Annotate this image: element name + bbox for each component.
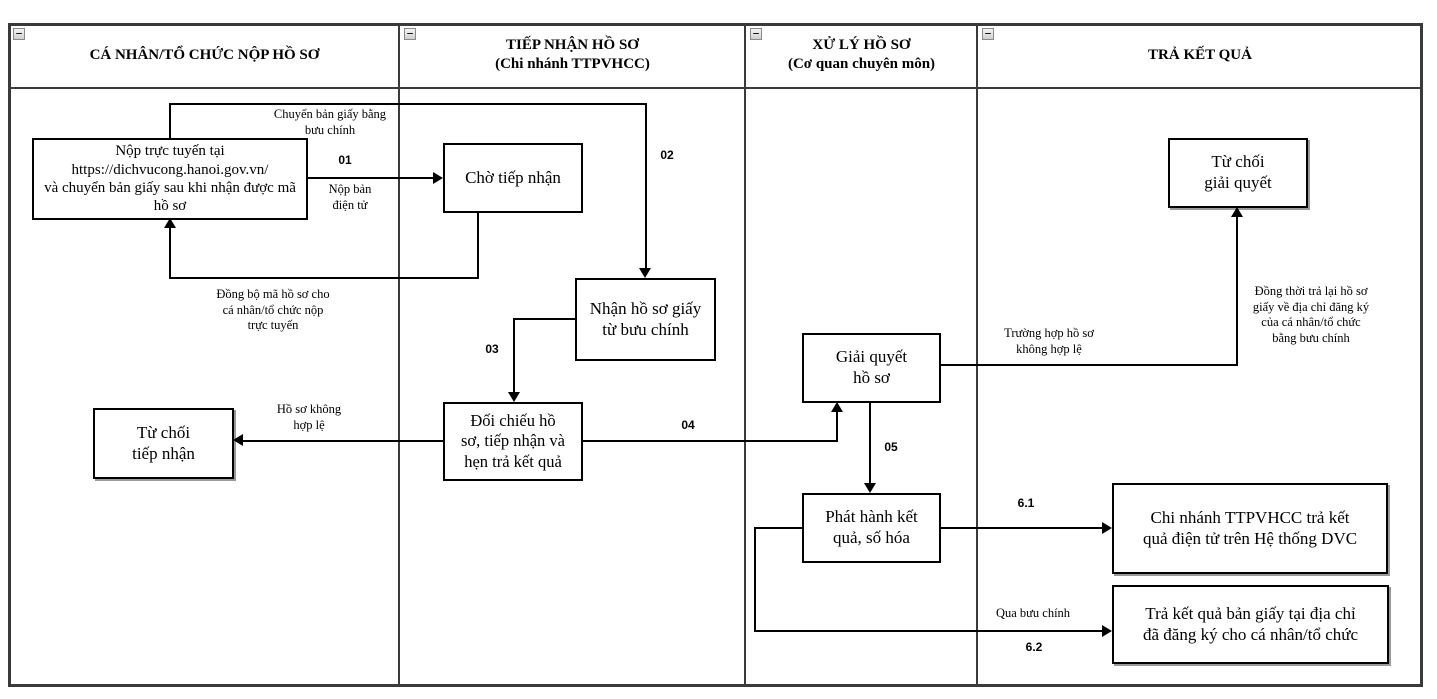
lane-title: TRẢ KẾT QUẢ	[1148, 46, 1252, 63]
lane-divider-1	[398, 23, 400, 687]
collapse-icon[interactable]: −	[404, 28, 416, 40]
edge-label-dong-thoi: Đồng thời trả lại hồ sơ giấy về địa chỉ …	[1243, 284, 1379, 347]
connector-02-line	[169, 103, 171, 138]
arrowhead-04	[831, 402, 843, 412]
lane-title: XỬ LÝ HỒ SƠ	[812, 37, 911, 54]
lane-header-processing: XỬ LÝ HỒ SƠ (Cơ quan chuyên môn)	[747, 26, 976, 84]
lane-header-results: TRẢ KẾT QUẢ	[978, 26, 1422, 84]
lane-header-reception: TIẾP NHẬN HỒ SƠ (Chi nhánh TTPVHCC)	[401, 26, 744, 84]
connector-sync-line	[169, 277, 479, 279]
connector-reject-line	[243, 440, 443, 442]
collapse-icon[interactable]: −	[982, 28, 994, 40]
connector-02-line	[169, 103, 647, 105]
node-tra-ket-qua-ban-giay: Trả kết quả bản giấy tại địa chỉ đã đăng…	[1112, 585, 1389, 664]
node-tu-choi-giai-quyet: Từ chối giải quyết	[1168, 138, 1308, 208]
arrowhead-05	[864, 483, 876, 493]
node-phat-hanh: Phát hành kết quả, số hóa	[802, 493, 941, 563]
connector-62-line	[754, 527, 756, 632]
node-nhan-ho-so-giay: Nhận hồ sơ giấy từ bưu chính	[575, 278, 716, 361]
connector-04-line	[582, 440, 838, 442]
connector-62-line	[754, 630, 1102, 632]
header-separator	[8, 87, 1423, 89]
edge-label-truong-hop: Trường hợp hồ sơ không hợp lệ	[985, 326, 1113, 358]
node-cho-tiep-nhan: Chờ tiếp nhận	[443, 143, 583, 213]
edge-label-ho-so-khong-hop-le: Hồ sơ không hợp lệ	[257, 402, 361, 434]
edge-label-chuyen-ban-giay: Chuyển bản giấy bằng bưu chính	[262, 107, 398, 139]
edge-label-02: 02	[652, 148, 682, 163]
arrowhead-61	[1102, 522, 1112, 534]
connector-03-line	[513, 318, 575, 320]
node-tra-ket-qua-dien-tu: Chi nhánh TTPVHCC trả kết quả điện tử tr…	[1112, 483, 1388, 574]
connector-02-line	[645, 103, 647, 268]
arrowhead-02	[639, 268, 651, 278]
arrowhead-sync	[164, 218, 176, 228]
edge-label-dong-bo: Đồng bộ mã hồ sơ cho cá nhân/tổ chức nộp…	[200, 287, 346, 334]
edge-label-05: 05	[876, 440, 906, 455]
lane-divider-2	[744, 23, 746, 687]
edge-label-qua-buu-chinh: Qua bưu chính	[985, 606, 1081, 622]
connector-04-line	[836, 412, 838, 442]
arrowhead-03	[508, 392, 520, 402]
arrowhead-invalid	[1231, 207, 1243, 217]
connector-05-line	[869, 403, 871, 483]
table-outer-border	[8, 23, 1423, 687]
lane-title: TIẾP NHẬN HỒ SƠ	[506, 37, 639, 54]
edge-label-01: 01	[330, 153, 360, 168]
node-submit-online: Nộp trực tuyến tại https://dichvucong.ha…	[32, 138, 308, 220]
node-giai-quyet: Giải quyết hồ sơ	[802, 333, 941, 403]
connector-62-line	[754, 527, 802, 529]
connector-sync-line	[169, 228, 171, 277]
connector-61-line	[940, 527, 1102, 529]
connector-invalid-line	[940, 364, 1238, 366]
lane-subtitle: (Cơ quan chuyên môn)	[787, 56, 936, 72]
connector-invalid-line	[1236, 217, 1238, 366]
connector-sync-line	[477, 212, 479, 279]
collapse-icon[interactable]: −	[750, 28, 762, 40]
lane-title: CÁ NHÂN/TỔ CHỨC NỘP HỒ SƠ	[89, 46, 320, 63]
arrowhead-reject	[233, 434, 243, 446]
lane-subtitle: (Chi nhánh TTPVHCC)	[495, 56, 650, 72]
edge-label-62: 6.2	[1018, 640, 1050, 655]
lane-divider-3	[976, 23, 978, 687]
edge-label-04: 04	[672, 418, 704, 433]
node-tu-choi-tiep-nhan: Từ chối tiếp nhận	[93, 408, 234, 479]
lane-header-submitter: CÁ NHÂN/TỔ CHỨC NỘP HỒ SƠ	[11, 26, 398, 84]
edge-label-nop-ban-dien-tu: Nộp bản điện tử	[314, 182, 386, 214]
arrowhead-01	[433, 172, 443, 184]
connector-03-line	[513, 318, 515, 392]
connector-01-line	[307, 177, 433, 179]
edge-label-03: 03	[478, 342, 506, 357]
collapse-icon[interactable]: −	[13, 28, 25, 40]
edge-label-61: 6.1	[1010, 496, 1042, 511]
node-doi-chieu: Đối chiếu hồ sơ, tiếp nhận và hẹn trả kế…	[443, 402, 583, 481]
arrowhead-62	[1102, 625, 1112, 637]
